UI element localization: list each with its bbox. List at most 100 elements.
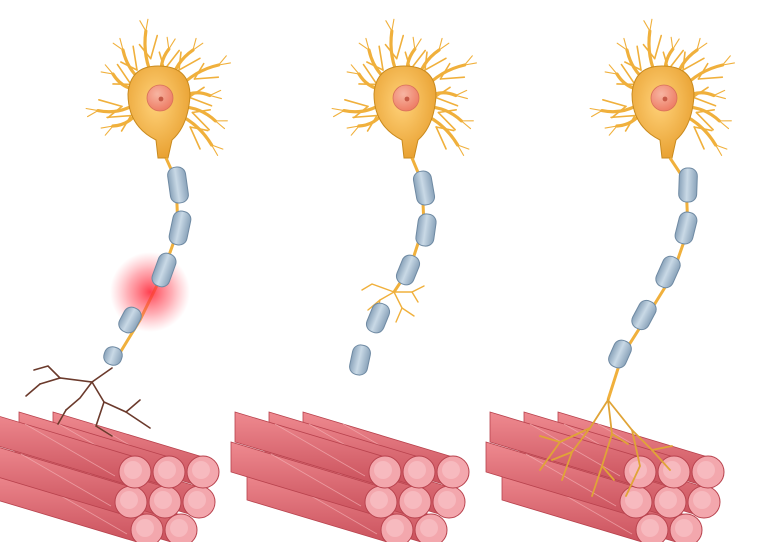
fiber-end-highlight (404, 491, 422, 509)
dendrite-branch (189, 97, 211, 106)
nucleolus (663, 97, 668, 102)
myelin-sheath (168, 210, 193, 247)
cell-body (632, 66, 694, 158)
myelin-sheath (364, 301, 392, 336)
dendrite-branch (440, 77, 464, 79)
fiber-end-highlight (675, 519, 693, 537)
dendrite-tip (605, 65, 617, 74)
dendrite-tip (461, 121, 473, 129)
neuron-soma (86, 19, 230, 158)
fiber-end-highlight (659, 491, 677, 509)
dendrite-tip (697, 38, 707, 50)
dendrite-branch (435, 97, 457, 106)
regenerating-sprout (362, 284, 394, 292)
myelin-sheath (348, 343, 372, 376)
panel-injury (26, 19, 230, 436)
fiber-end-highlight (641, 519, 659, 537)
dendrite-tip (714, 90, 726, 98)
neuron-soma (590, 19, 734, 158)
fiber-end-highlight (188, 491, 206, 509)
myelin-sheath (415, 213, 437, 247)
myelin-sheath (102, 345, 125, 368)
dendrite-tip (101, 65, 113, 74)
fiber-end-highlight (663, 461, 681, 479)
dendrite-tip (210, 90, 222, 98)
dendrite-tip (359, 38, 369, 50)
dendrite-branch (133, 46, 137, 70)
dendrite-branch (655, 36, 662, 59)
regenerating-sprout (394, 292, 414, 316)
dendrite-tip (671, 37, 679, 49)
dendrite-branch (698, 77, 722, 79)
fiber-end-highlight (374, 461, 392, 479)
dendrite-branch (397, 36, 404, 59)
fiber-end-highlight (386, 519, 404, 537)
regenerating-sprout (412, 292, 418, 302)
dendrite-tip (219, 56, 231, 65)
nucleolus (405, 97, 410, 102)
cell-body (128, 66, 190, 158)
fiber-end-highlight (408, 461, 426, 479)
muscle-bundle-reinnervated (486, 412, 724, 542)
neuron-soma (332, 19, 476, 158)
dendrite-tip (193, 38, 203, 50)
dendrite-tip (723, 56, 735, 65)
degenerating-terminal (34, 366, 60, 378)
muscle-bundle-regeneration (231, 412, 469, 542)
fiber-end-highlight (120, 491, 138, 509)
dendrite-tip (605, 126, 617, 135)
dendrite-tip (212, 145, 223, 155)
myelin-sheath (167, 166, 190, 204)
dendrite-branch (603, 100, 626, 107)
myelin-sheath (394, 253, 422, 288)
fiber-end-highlight (693, 491, 711, 509)
fiber-end-highlight (420, 519, 438, 537)
dendrite-tip (617, 38, 627, 50)
degenerating-terminal (92, 382, 150, 428)
degenerating-terminal (26, 384, 40, 396)
nucleolus (159, 97, 164, 102)
degenerating-terminal (126, 400, 140, 412)
regenerating-sprout (396, 308, 402, 322)
dendrite-tip (716, 145, 727, 155)
fiber-end-highlight (370, 491, 388, 509)
dendrite-branch (345, 100, 368, 107)
fiber-end-highlight (124, 461, 142, 479)
myelin-sheath (678, 168, 697, 203)
dendrite-tip (332, 108, 344, 116)
dendrite-tip (101, 126, 113, 135)
dendrite-tip (413, 37, 421, 49)
dendrite-branch (151, 36, 158, 59)
fiber-end-highlight (136, 519, 154, 537)
fiber-end-highlight (170, 519, 188, 537)
degenerating-terminal (66, 382, 92, 410)
dendrite-branch (693, 97, 715, 106)
dendrite-branch (683, 52, 685, 70)
dendrite-branch (99, 100, 122, 107)
dendrite-tip (590, 108, 602, 116)
dendrite-tip (644, 19, 652, 31)
dendrite-tip (347, 65, 359, 74)
dendrite-tip (456, 90, 468, 98)
muscle-bundle-injury (0, 412, 219, 542)
degenerating-terminal (40, 368, 112, 384)
dendrite-branch (425, 52, 427, 70)
fiber-end-highlight (697, 461, 715, 479)
fiber-end-highlight (438, 491, 456, 509)
dendrite-tip (86, 108, 98, 116)
dendrite-tip (439, 38, 449, 50)
myelin-sheath (412, 170, 436, 207)
fiber-end-highlight (442, 461, 460, 479)
dendrite-branch (179, 52, 181, 70)
dendrite-tip (167, 37, 175, 49)
fiber-end-highlight (154, 491, 172, 509)
dendrite-tip (719, 121, 731, 129)
fiber-end-highlight (192, 461, 210, 479)
dendrite-tip (215, 121, 227, 129)
myelin-sheath (653, 254, 682, 291)
dendrite-tip (113, 38, 123, 50)
panel-regeneration (332, 19, 476, 376)
dendrite-tip (140, 19, 148, 31)
